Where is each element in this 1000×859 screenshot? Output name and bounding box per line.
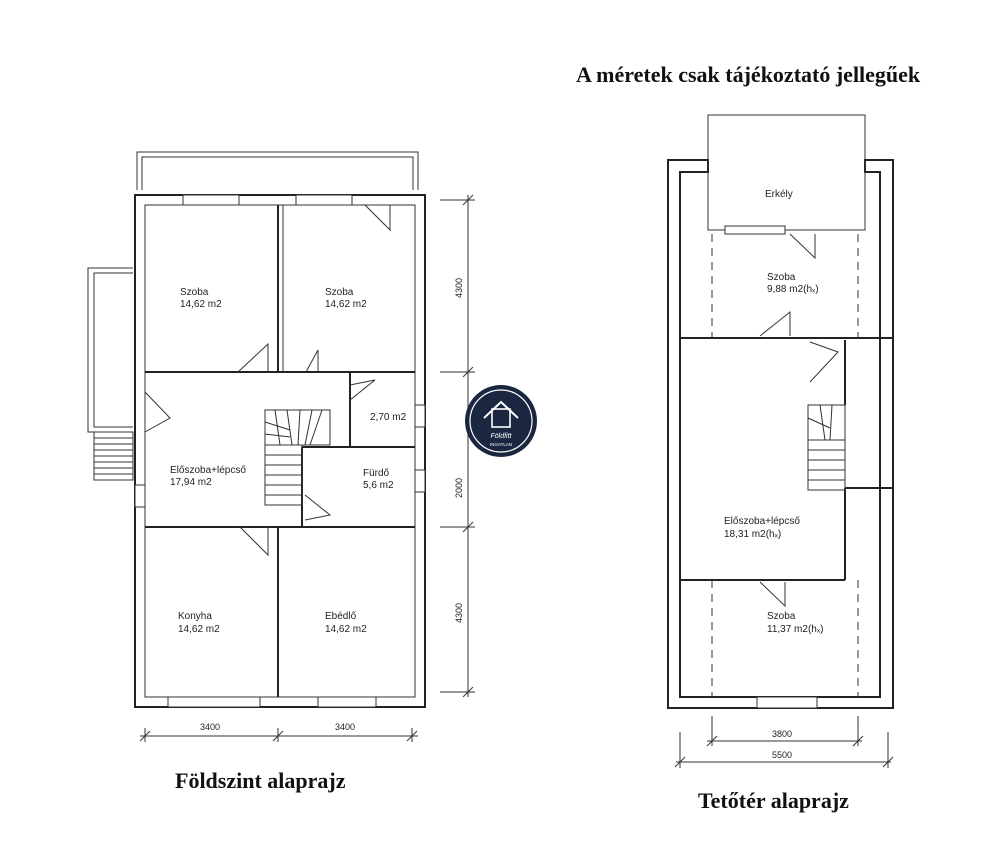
attic-room-area-szoba-2: 11,37 m2(hₓ) (767, 624, 823, 635)
ground-room-area-wc: 2,70 m2 (370, 412, 407, 423)
ground-dim-h-2: 3400 (335, 722, 355, 732)
ground-room-area-furdo: 5,6 m2 (363, 480, 394, 491)
attic-room-name-szoba-1: Szoba (767, 272, 796, 283)
attic-caption: Tetőtér alaprajz (698, 788, 849, 813)
ground-stair (264, 409, 331, 506)
attic-room-area-eloszoba: 18,31 m2(hₓ) (724, 529, 781, 540)
ground-dim-v-1: 4300 (454, 278, 464, 298)
ground-room-name-ebedlo: Ebédlő (325, 611, 357, 622)
ground-room-area-ebedlo: 14,62 m2 (325, 624, 367, 635)
logo-brand-text: Földfitt (490, 433, 512, 440)
terrace-top (136, 151, 419, 190)
attic-plan: Erkély Szoba 9,88 m2(hₓ) Előszoba+lépcső… (667, 114, 894, 768)
house-icon (491, 408, 511, 428)
ground-room-name-furdo: Fürdő (363, 468, 390, 479)
ground-room-area-szoba-1: 14,62 m2 (180, 299, 222, 310)
porch-left (87, 267, 133, 433)
disclaimer-title: A méretek csak tájékoztató jellegűek (576, 62, 921, 87)
ground-room-name-szoba-1: Szoba (180, 287, 209, 298)
ground-room-area-szoba-2: 14,62 m2 (325, 299, 367, 310)
ground-room-area-eloszoba: 17,94 m2 (170, 477, 212, 488)
attic-stair (807, 404, 846, 491)
ground-outer-wall (134, 194, 426, 708)
ground-room-name-szoba-2: Szoba (325, 287, 354, 298)
attic-dimensions: 3800 5500 (674, 716, 894, 768)
attic-balcony (707, 114, 866, 231)
attic-room-area-szoba-1: 9,88 m2(hₓ) (767, 284, 819, 295)
ground-interior-walls (145, 205, 415, 697)
attic-room-name-erkely: Erkély (765, 189, 793, 200)
ground-room-name-eloszoba: Előszoba+lépcső (170, 465, 246, 476)
attic-room-name-eloszoba: Előszoba+lépcső (724, 516, 800, 527)
ground-vertical-dimensions: 4300 2000 4300 (440, 194, 475, 698)
porch-stairs (93, 431, 134, 481)
ground-horizontal-dimensions: 3400 3400 (139, 722, 418, 742)
ground-floor-caption: Földszint alaprajz (175, 768, 346, 793)
attic-room-name-szoba-2: Szoba (767, 611, 796, 622)
ground-dim-v-2: 2000 (454, 478, 464, 498)
logo-sub-text: INGATLAN (490, 442, 512, 447)
ground-dim-h-1: 3400 (200, 722, 220, 732)
attic-dim-outer: 5500 (772, 750, 792, 760)
ground-room-name-konyha: Konyha (178, 611, 212, 622)
ground-room-area-konyha: 14,62 m2 (178, 624, 220, 635)
attic-dim-inner: 3800 (772, 729, 792, 739)
brand-logo: Földfitt INGATLAN (465, 385, 537, 457)
ground-dim-v-3: 4300 (454, 603, 464, 623)
ground-floor-plan: Szoba 14,62 m2 Szoba 14,62 m2 2,70 m2 El… (87, 151, 475, 742)
